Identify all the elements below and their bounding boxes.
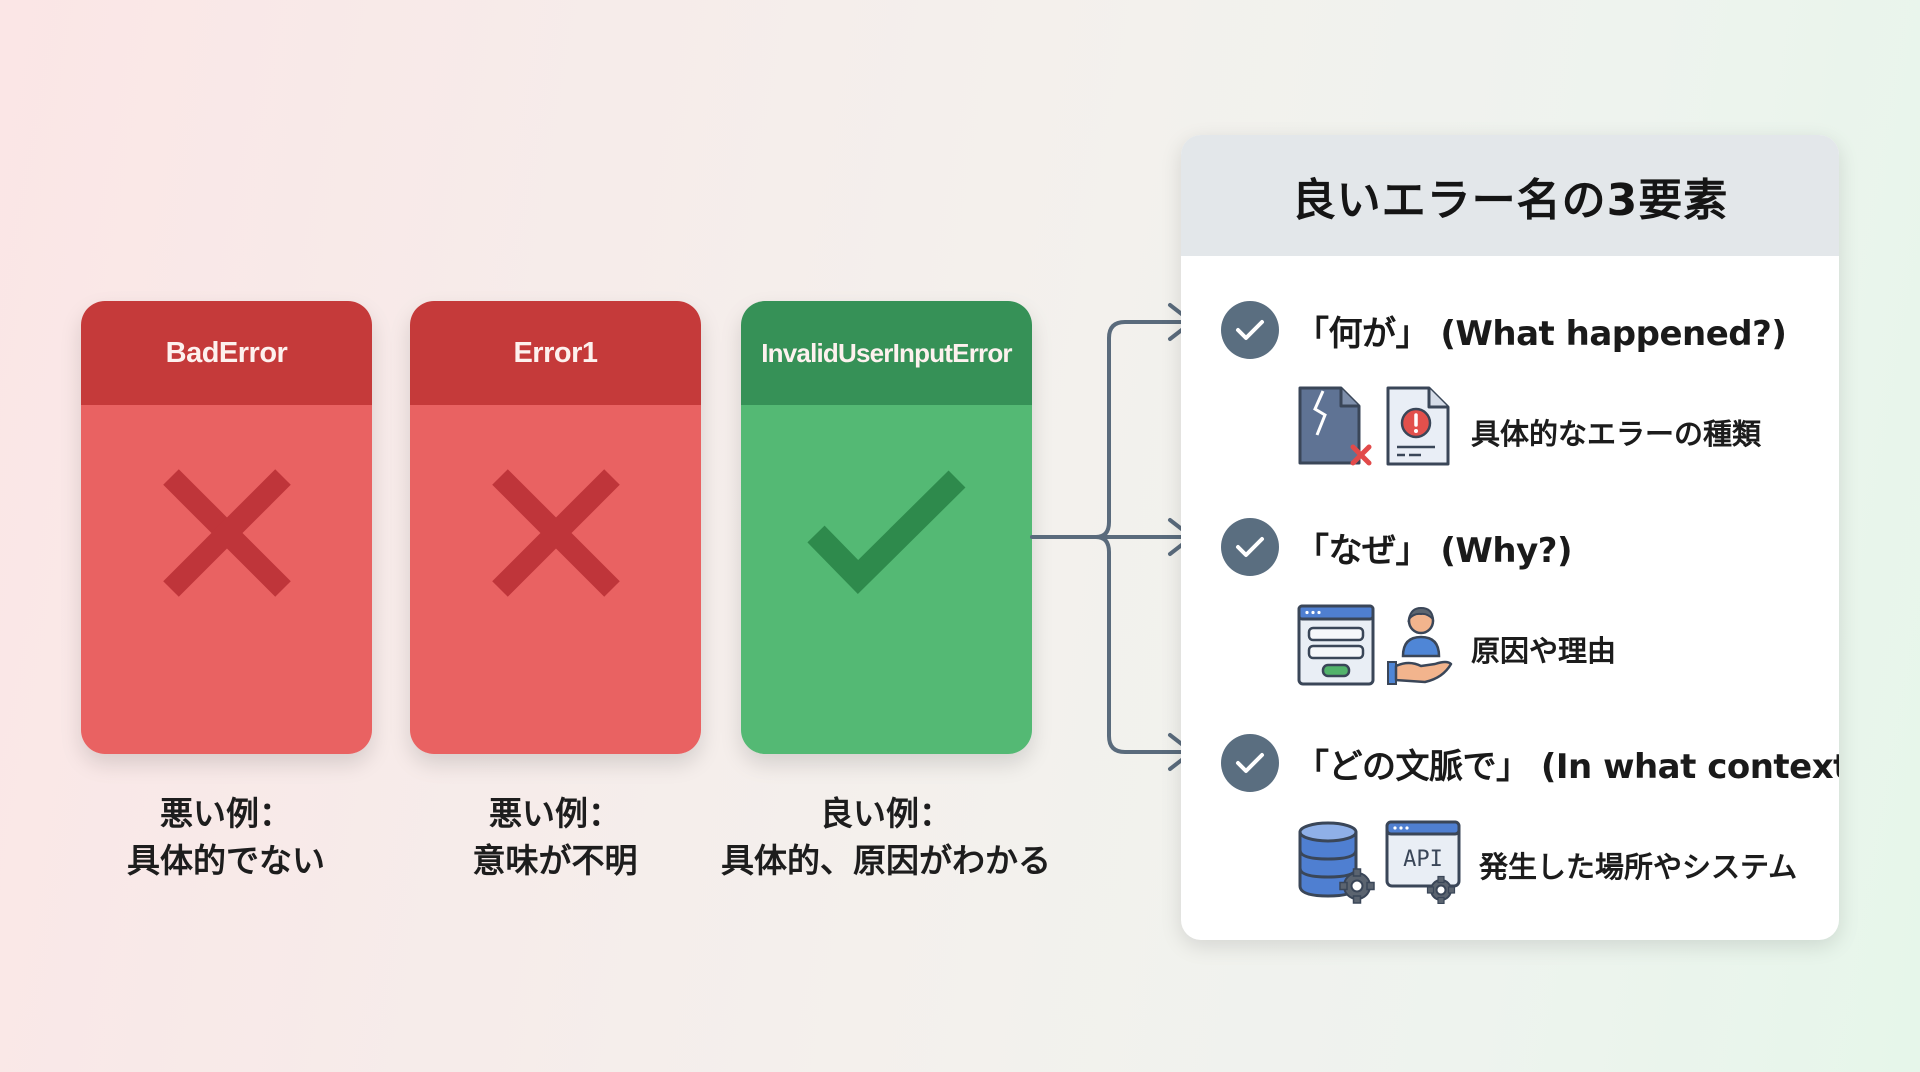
form-window-icon <box>1297 604 1375 686</box>
card-header: Error1 <box>410 301 701 405</box>
broken-file-icon <box>1298 386 1372 466</box>
card-caption: 悪い例： 具体的でない <box>46 790 406 884</box>
caption-reason: 具体的、原因がわかる <box>721 841 1051 880</box>
card-header: BadError <box>81 301 372 405</box>
element-title: 「なぜ」 (Why?) <box>1295 530 1573 571</box>
card-caption: 良い例： 具体的、原因がわかる <box>706 790 1066 884</box>
element-description: 具体的なエラーの種類 <box>1471 417 1762 451</box>
user-hand-icon <box>1387 606 1453 685</box>
good-error-name-elements-panel: 良いエラー名の3要素 「何が」 (What happened?) <box>1181 135 1839 940</box>
error-card-invalid-user-input-error: InvalidUserInputError <box>741 301 1032 754</box>
caption-label: 良い例： <box>820 794 952 833</box>
element-description: 発生した場所やシステム <box>1479 850 1798 884</box>
card-body <box>410 405 701 754</box>
error-name: InvalidUserInputError <box>761 337 1012 368</box>
error-card-bad-error: BadError <box>81 301 372 754</box>
card-body <box>741 405 1032 754</box>
element-description: 原因や理由 <box>1471 634 1617 668</box>
error-name: Error1 <box>513 336 598 369</box>
checkmark-icon <box>807 470 966 595</box>
card-caption: 悪い例： 意味が不明 <box>375 790 735 884</box>
cross-icon <box>492 469 620 597</box>
caption-reason: 意味が不明 <box>472 841 638 880</box>
check-circle-icon <box>1221 734 1279 792</box>
check-circle-icon <box>1221 518 1279 576</box>
caption-label: 悪い例： <box>160 794 292 833</box>
connector-branch-bottom <box>1094 535 1192 754</box>
connector-branch-top <box>1094 320 1192 539</box>
database-gear-icon <box>1298 821 1375 904</box>
error-document-icon <box>1386 386 1450 466</box>
card-header: InvalidUserInputError <box>741 301 1032 405</box>
element-icons <box>1297 604 1455 686</box>
element-title: 「何が」 (What happened?) <box>1295 313 1787 354</box>
element-icons: API <box>1297 820 1463 904</box>
element-icons <box>1297 385 1451 467</box>
error-name: BadError <box>165 336 288 369</box>
caption-reason: 具体的でない <box>127 841 325 880</box>
caption-label: 悪い例： <box>489 794 621 833</box>
api-label: API <box>1403 847 1443 872</box>
api-window-gear-icon: API <box>1385 820 1461 904</box>
card-body <box>81 405 372 754</box>
error-card-error1: Error1 <box>410 301 701 754</box>
cross-icon <box>163 469 291 597</box>
panel-title: 良いエラー名の3要素 <box>1181 135 1839 256</box>
check-circle-icon <box>1221 301 1279 359</box>
element-title: 「どの文脈で」 (In what context?) <box>1295 746 1839 787</box>
